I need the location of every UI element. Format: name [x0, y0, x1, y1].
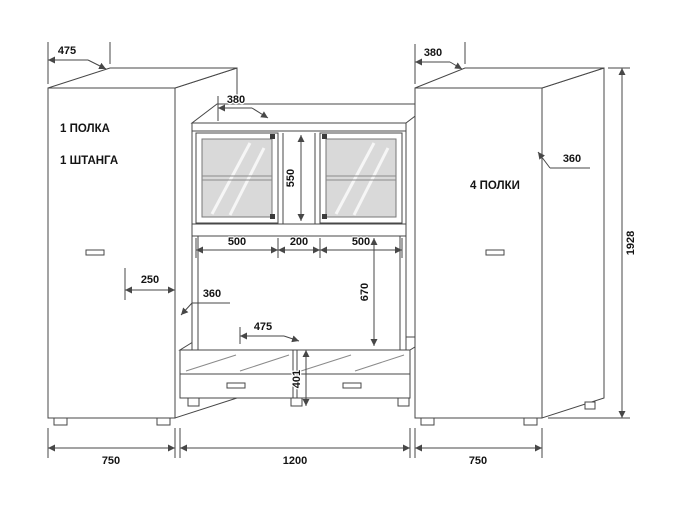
left-wardrobe-shelf-label: 1 ПОЛКА	[60, 123, 110, 135]
dim-text: 750	[469, 455, 487, 467]
dim-left-inner-250: 250	[124, 268, 175, 300]
dim-right-top-depth-380: 380	[414, 42, 466, 84]
glass-reflection	[352, 147, 390, 216]
door-handle	[85, 249, 105, 256]
left-wardrobe-foot	[156, 417, 171, 426]
glass-reflection	[334, 142, 376, 215]
dim-text: 200	[290, 236, 308, 248]
dim-text: 500	[228, 236, 246, 248]
left-wardrobe-rod-label: 1 ШТАНГА	[60, 155, 118, 167]
compartment-depth-line	[239, 354, 290, 372]
compartment-depth-line	[185, 354, 237, 372]
dim-left-width-750: 750	[47, 428, 176, 468]
dim-text: 360	[203, 288, 221, 300]
door-hinge-square	[322, 134, 327, 139]
dimension-annotations: 475 250 380 550 500 200 500	[47, 42, 638, 468]
left-wardrobe-foot	[53, 417, 68, 426]
right-wardrobe-back-foot	[584, 401, 596, 410]
tv-stand-foot	[290, 397, 303, 407]
dim-text: 1200	[283, 455, 307, 467]
dim-text: 500	[352, 236, 370, 248]
dim-glass-height-550: 550	[284, 135, 305, 221]
right-wardrobe-foot	[420, 417, 435, 426]
leader-arrow	[283, 335, 300, 343]
dim-left-depth-475: 475	[47, 42, 111, 84]
dim-text: 250	[141, 274, 159, 286]
leader-arrow	[449, 61, 463, 70]
dim-center-top-depth-380: 380	[217, 93, 269, 121]
drawer-handle	[342, 382, 362, 389]
leader-arrow	[180, 302, 193, 316]
dim-text: 380	[227, 94, 245, 106]
tv-stand-foot	[187, 397, 200, 407]
dim-niche-height-670: 670	[358, 238, 378, 346]
leader-arrow	[87, 59, 107, 70]
right-wardrobe: 4 ПОЛКИ	[414, 67, 605, 426]
dim-base-height-401: 401	[290, 350, 310, 406]
dim-text: 401	[291, 370, 303, 388]
dim-right-width-750: 750	[414, 428, 543, 468]
dim-text: 550	[285, 169, 297, 187]
dim-text: 380	[424, 47, 442, 59]
leader-arrow	[537, 151, 551, 169]
door-hinge-square	[270, 214, 275, 219]
dim-overall-height-1928: 1928	[548, 67, 638, 419]
dim-text: 750	[102, 455, 120, 467]
dim-right-side-depth-360: 360	[537, 151, 590, 169]
dim-niche-depth-360: 360	[180, 287, 230, 316]
right-wardrobe-shelves-label: 4 ПОЛКИ	[470, 180, 520, 192]
glass-reflection	[210, 142, 252, 215]
dim-text: 360	[563, 153, 581, 165]
dim-sections-500-200-500: 500 200 500	[195, 235, 403, 258]
glass-reflection	[228, 147, 266, 216]
compartment-depth-line	[354, 354, 405, 372]
dim-base-depth-475: 475	[239, 320, 300, 344]
door-handle	[485, 249, 505, 256]
dim-text: 670	[359, 283, 371, 301]
door-hinge-square	[270, 134, 275, 139]
drawer-handle	[226, 382, 246, 389]
right-wardrobe-side-face	[541, 67, 605, 419]
tv-stand-foot	[397, 397, 410, 407]
hutch-top-face	[190, 103, 433, 124]
dim-text: 1928	[625, 231, 637, 255]
right-wardrobe-front	[414, 87, 543, 419]
door-hinge-square	[322, 214, 327, 219]
right-wardrobe-foot	[523, 417, 538, 426]
dim-text: 475	[254, 321, 272, 333]
leader-arrow	[251, 107, 269, 119]
dim-center-width-1200: 1200	[179, 428, 411, 468]
dim-text: 475	[58, 45, 76, 57]
left-wardrobe-front	[47, 87, 176, 419]
